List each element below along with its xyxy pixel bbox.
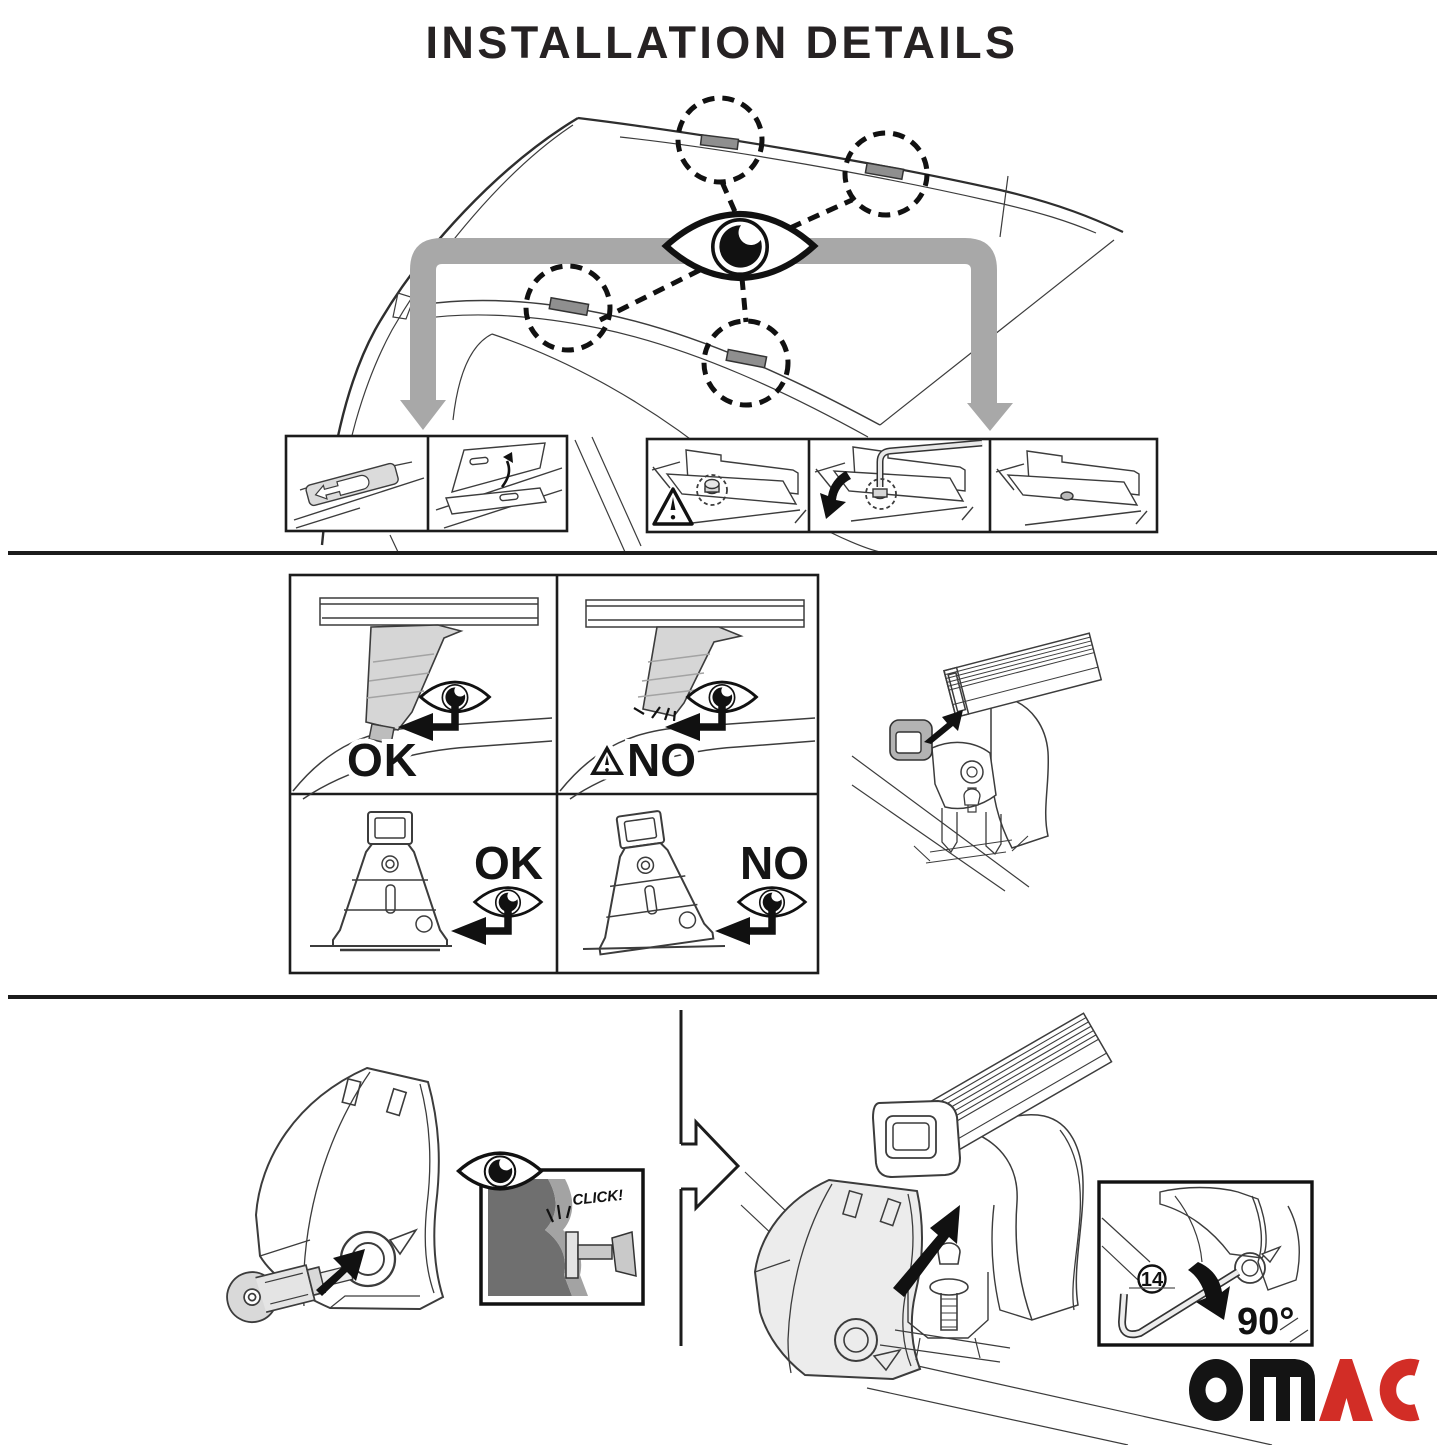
svg-text:14: 14	[1141, 1269, 1164, 1291]
svg-text:NO: NO	[740, 837, 809, 889]
svg-text:NO: NO	[627, 734, 696, 786]
svg-text:INSTALLATION DETAILS: INSTALLATION DETAILS	[426, 17, 1019, 68]
svg-text:90°: 90°	[1237, 1301, 1294, 1343]
svg-text:CLICK!: CLICK!	[572, 1187, 624, 1209]
svg-text:OK: OK	[347, 734, 418, 786]
svg-text:OK: OK	[474, 837, 543, 889]
